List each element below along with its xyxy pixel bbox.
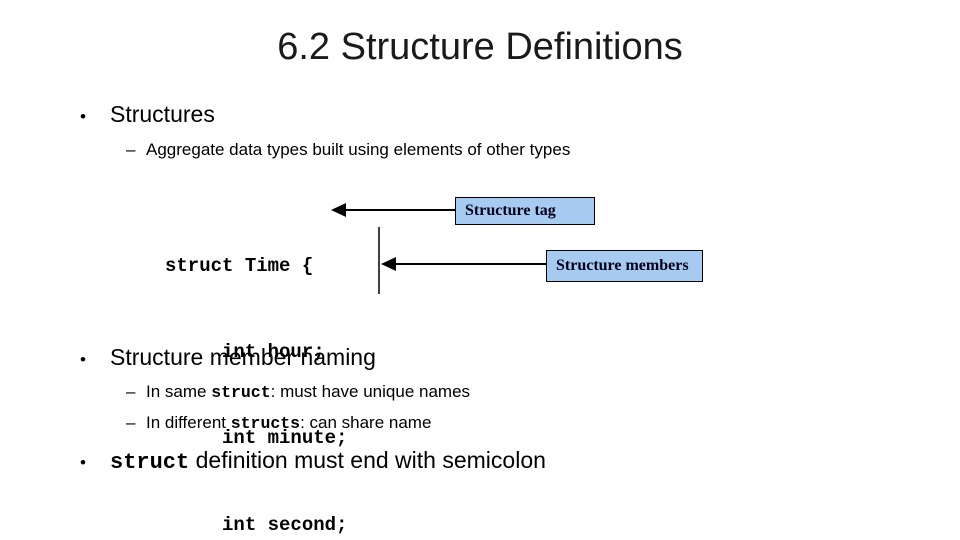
slide-title: 6.2 Structure Definitions bbox=[277, 26, 683, 68]
naming-heading: Structure member naming bbox=[110, 344, 376, 370]
code-block: struct Time { int hour; int minute; int … bbox=[165, 194, 347, 540]
semicolon-keyword: struct bbox=[110, 450, 190, 475]
callout-members-label: Structure members bbox=[556, 257, 689, 274]
dash-icon: – bbox=[126, 140, 136, 159]
structures-heading: Structures bbox=[110, 101, 215, 127]
bullet-icon: • bbox=[80, 350, 86, 369]
bullet-icon: • bbox=[80, 107, 86, 126]
same-struct-text: In same struct: must have unique names bbox=[146, 381, 470, 403]
different-structs-pre: In different bbox=[146, 413, 231, 432]
same-struct-keyword: struct bbox=[211, 383, 271, 402]
dash-icon: – bbox=[126, 413, 136, 432]
callout-tag-label: Structure tag bbox=[465, 202, 556, 219]
different-structs-keyword: structs bbox=[230, 414, 301, 433]
code-line: struct Time { bbox=[165, 254, 314, 277]
callout-structure-tag: Structure tag bbox=[455, 197, 595, 225]
subbullet-same-struct: – In same struct: must have unique names bbox=[126, 381, 470, 403]
different-structs-post: : can share name bbox=[300, 413, 432, 432]
semicolon-text: struct definition must end with semicolo… bbox=[110, 446, 546, 477]
code-line: int minute; bbox=[165, 427, 348, 450]
subbullet-aggregate: – Aggregate data types built using eleme… bbox=[126, 139, 570, 160]
bullet-member-naming: • Structure member naming bbox=[80, 343, 376, 374]
different-structs-text: In different structs: can share name bbox=[146, 412, 431, 434]
semicolon-post: definition must end with semicolon bbox=[189, 447, 546, 473]
dash-icon: – bbox=[126, 382, 136, 401]
aggregate-text: Aggregate data types built using element… bbox=[146, 140, 571, 159]
subbullet-different-structs: – In different structs: can share name bbox=[126, 412, 431, 434]
same-struct-pre: In same bbox=[146, 382, 212, 401]
code-line: int second; bbox=[165, 513, 348, 536]
bullet-icon: • bbox=[80, 453, 86, 472]
code-line: int hour; bbox=[165, 340, 325, 363]
callout-structure-members: Structure members bbox=[546, 250, 703, 282]
bullet-semicolon-rule: • struct definition must end with semico… bbox=[80, 446, 546, 477]
same-struct-post: : must have unique names bbox=[270, 382, 471, 401]
bullet-structures: • Structures bbox=[80, 100, 215, 131]
